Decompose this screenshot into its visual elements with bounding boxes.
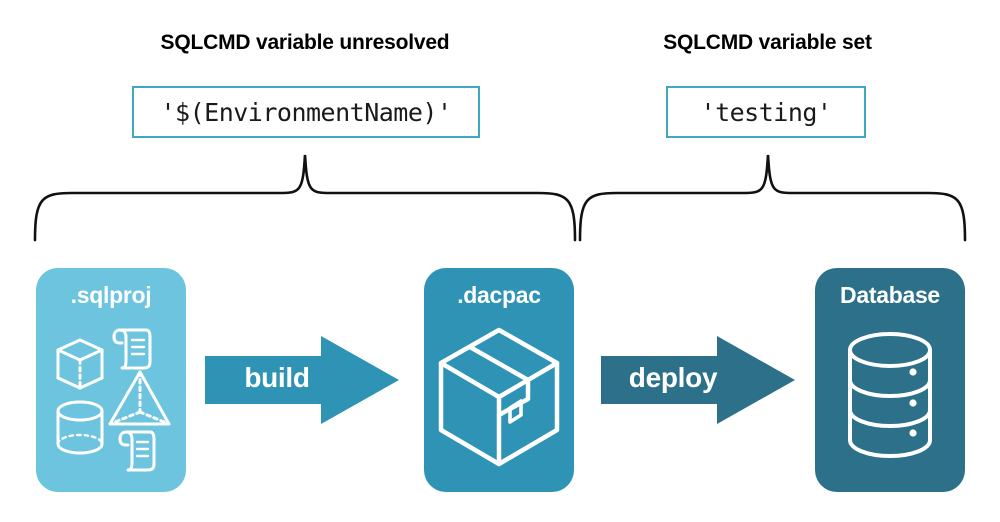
cylinder-icon [56, 400, 104, 455]
stage-sqlproj-art [56, 328, 171, 472]
pyramid-icon [108, 370, 171, 426]
arrow-build-shape [205, 336, 399, 424]
stage-dacpac-art [438, 327, 560, 467]
heading-sqlcmd-unresolved: SQLCMD variable unresolved [160, 31, 450, 54]
arrow-deploy: deploy [599, 330, 799, 430]
scroll-icon [112, 328, 152, 370]
stage-sqlproj-label: .sqlproj [70, 282, 152, 308]
arrow-deploy-shape [601, 336, 795, 424]
arrow-build: build [203, 330, 403, 430]
stage-sqlproj: .sqlproj [36, 268, 186, 492]
scroll-icon [118, 430, 156, 472]
stage-database-art [848, 332, 932, 458]
stage-dacpac-label: .dacpac [457, 282, 541, 308]
stage-database-label: Database [840, 282, 940, 308]
stage-dacpac: .dacpac [424, 268, 574, 492]
stage-database: Database [815, 268, 965, 492]
value-box-testing: 'testing' [666, 86, 866, 138]
brace-right-icon [578, 154, 967, 242]
cube-icon [56, 338, 104, 390]
database-cylinder-icon [848, 332, 932, 458]
package-box-icon [438, 327, 560, 467]
value-box-environment-name: '$(EnvironmentName)' [132, 86, 480, 138]
heading-sqlcmd-set: SQLCMD variable set [663, 31, 872, 54]
brace-left-icon [33, 154, 577, 242]
